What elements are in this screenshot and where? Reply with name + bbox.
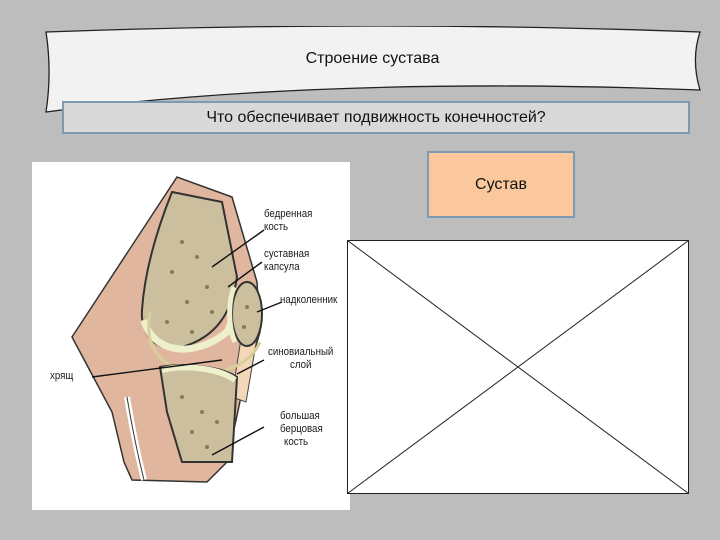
label-tibia-1: большая (280, 410, 320, 422)
knee-illustration (71, 176, 283, 483)
label-tibia-3: кость (284, 436, 309, 448)
label-tibia-2: берцовая (280, 423, 323, 435)
knee-joint-diagram: бедренная кость суставная капсула надкол… (32, 162, 350, 510)
page-title: Строение сустава (305, 50, 440, 67)
label-synovial-1: синовиальный (268, 346, 334, 358)
label-synovial-2: слой (290, 359, 312, 371)
label-femur-2: кость (264, 221, 289, 233)
question-box: Что обеспечивает подвижность конечностей… (62, 101, 690, 134)
label-femur-1: бедренная (264, 208, 313, 220)
label-patella: надколенник (280, 294, 338, 306)
image-placeholder (347, 240, 689, 494)
crossed-box-icon (347, 240, 689, 494)
label-capsule-2: капсула (264, 261, 300, 273)
label-capsule-1: суставная (264, 248, 310, 260)
label-cartilage: хрящ (50, 370, 74, 382)
answer-box: Сустав (427, 151, 575, 218)
